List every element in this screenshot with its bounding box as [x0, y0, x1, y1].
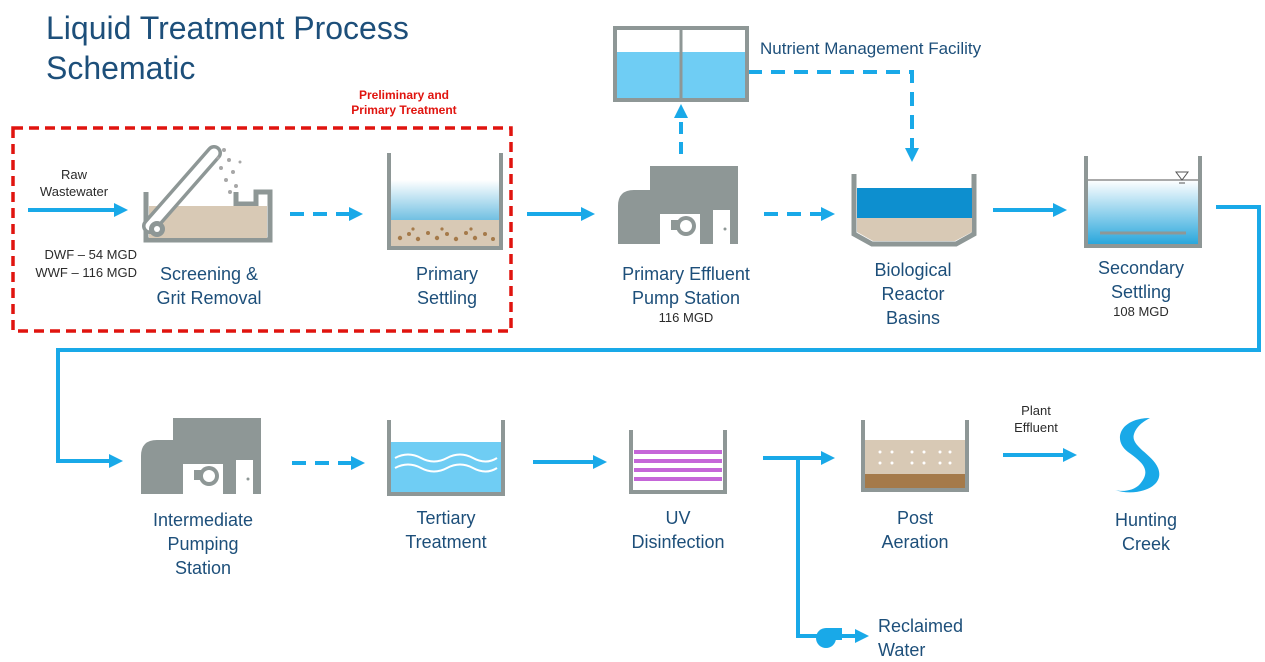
plant-effluent-line-1: Plant	[1021, 403, 1051, 418]
secondary-flow: 108 MGD	[1113, 304, 1169, 319]
uv-icon	[629, 430, 727, 494]
secondary-settling-icon	[1084, 156, 1202, 248]
tertiary-icon	[387, 420, 505, 496]
tertiary-label: Tertiary Treatment	[380, 506, 512, 554]
arrowhead	[114, 203, 128, 217]
arrowhead	[1063, 448, 1077, 462]
nutrient-tank-icon	[613, 26, 749, 102]
intermediate-line-3: Station	[174, 558, 232, 578]
title-line-1: Liquid Treatment Process	[46, 10, 409, 46]
uv-line-1: UV	[665, 508, 691, 528]
screening-label: Screening & Grit Removal	[130, 262, 288, 310]
arrowhead	[821, 207, 835, 221]
reclaimed-line-1: Reclaimed	[878, 616, 964, 636]
primary-effluent-label: Primary Effluent Pump Station 116 MGD	[596, 262, 776, 326]
biological-reactor-icon	[851, 174, 977, 247]
plant-effluent-line-2: Effluent	[1014, 420, 1058, 435]
bio-line-3: Basins	[885, 308, 941, 328]
flow-secondary-to-intermediate	[56, 205, 1261, 463]
post-line-2: Aeration	[881, 532, 949, 552]
raw-line-2: Wastewater	[39, 184, 109, 199]
pump-station-icon	[618, 166, 738, 244]
post-aeration-label: Post Aeration	[855, 506, 975, 554]
arrowhead	[581, 207, 595, 221]
arrowhead	[821, 451, 835, 465]
primary-settling-label: Primary Settling	[385, 262, 509, 310]
primary-effluent-line-1: Primary Effluent	[622, 264, 750, 284]
uv-line-2: Disinfection	[631, 532, 725, 552]
secondary-line-1: Secondary	[1097, 258, 1185, 278]
intermediate-pump-icon	[141, 418, 261, 494]
secondary-line-2: Settling	[1110, 282, 1172, 302]
intermediate-label: Intermediate Pumping Station	[128, 508, 278, 580]
post-aeration-icon	[861, 420, 969, 492]
post-line-1: Post	[896, 508, 934, 528]
flow-to-reclaimed	[796, 458, 818, 638]
hunting-creek-label: Hunting Creek	[1090, 508, 1202, 556]
arrowhead	[349, 207, 363, 221]
bio-line-2: Reactor	[881, 284, 945, 304]
screening-line-1: Screening &	[159, 264, 259, 284]
reclaimed-pump-icon	[816, 628, 842, 648]
arrowhead	[109, 454, 123, 468]
highlight-label: Preliminary and Primary Treatment	[320, 88, 488, 118]
tertiary-line-2: Treatment	[405, 532, 487, 552]
primary-settling-line-1: Primary	[416, 264, 478, 284]
primary-effluent-flow: 116 MGD	[658, 310, 714, 325]
arrowhead	[674, 104, 688, 118]
flow-nutrient-to-bio	[748, 70, 914, 148]
raw-wastewater-label: Raw Wastewater	[22, 166, 126, 200]
creek-line-2: Creek	[1121, 534, 1170, 554]
creek-line-1: Hunting	[1114, 510, 1178, 530]
reclaimed-water-label: Reclaimed Water	[858, 614, 998, 662]
raw-line-1: Raw	[60, 167, 87, 182]
primary-effluent-line-2: Pump Station	[631, 288, 741, 308]
screening-line-2: Grit Removal	[156, 288, 262, 308]
screening-grit-icon	[142, 145, 273, 243]
primary-settling-icon	[387, 153, 503, 250]
plant-effluent-label: Plant Effluent	[1004, 402, 1068, 436]
title-line-2: Schematic	[46, 50, 196, 86]
wwf-rate: WWF – 116 MGD	[35, 265, 137, 280]
bio-line-1: Biological	[874, 260, 952, 280]
highlight-line-2: Primary Treatment	[351, 103, 457, 117]
flow-rates: DWF – 54 MGD WWF – 116 MGD	[6, 246, 137, 282]
creek-icon	[1115, 418, 1160, 493]
arrowhead	[905, 148, 919, 162]
intermediate-line-2: Pumping	[167, 534, 239, 554]
nutrient-management-label: Nutrient Management Facility	[760, 39, 982, 58]
arrowhead	[593, 455, 607, 469]
secondary-settling-label: Secondary Settling 108 MGD	[1076, 256, 1206, 320]
intermediate-line-1: Intermediate	[152, 510, 254, 530]
arrowhead	[855, 629, 869, 643]
arrowhead	[1053, 203, 1067, 217]
arrowhead	[351, 456, 365, 470]
preliminary-primary-highlight-box	[11, 126, 513, 333]
primary-settling-line-2: Settling	[416, 288, 478, 308]
biological-reactor-label: Biological Reactor Basins	[850, 258, 976, 330]
highlight-line-1: Preliminary and	[358, 88, 450, 102]
uv-label: UV Disinfection	[615, 506, 741, 554]
reclaimed-line-2: Water	[878, 640, 926, 660]
tertiary-line-1: Tertiary	[416, 508, 476, 528]
dwf-rate: DWF – 54 MGD	[44, 247, 137, 262]
page-title: Liquid Treatment Process Schematic	[46, 8, 409, 88]
